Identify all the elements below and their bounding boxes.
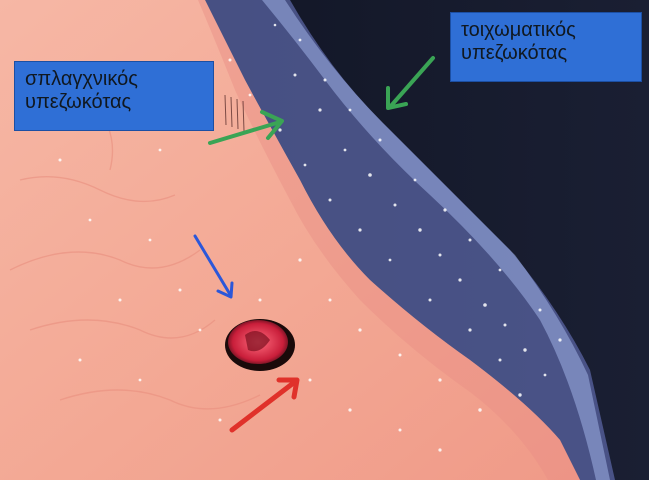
- visceral-label-line2: υπεζωκότας: [25, 91, 203, 114]
- visceral-pleura-label: σπλαγχνικός υπεζωκότας: [14, 61, 214, 131]
- lesion: [225, 319, 295, 371]
- parietal-label-line1: τοιχωματικός: [461, 19, 631, 42]
- visceral-label-line1: σπλαγχνικός: [25, 68, 203, 91]
- parietal-pleura-label: τοιχωματικός υπεζωκότας: [450, 12, 642, 82]
- parietal-label-line2: υπεζωκότας: [461, 42, 631, 65]
